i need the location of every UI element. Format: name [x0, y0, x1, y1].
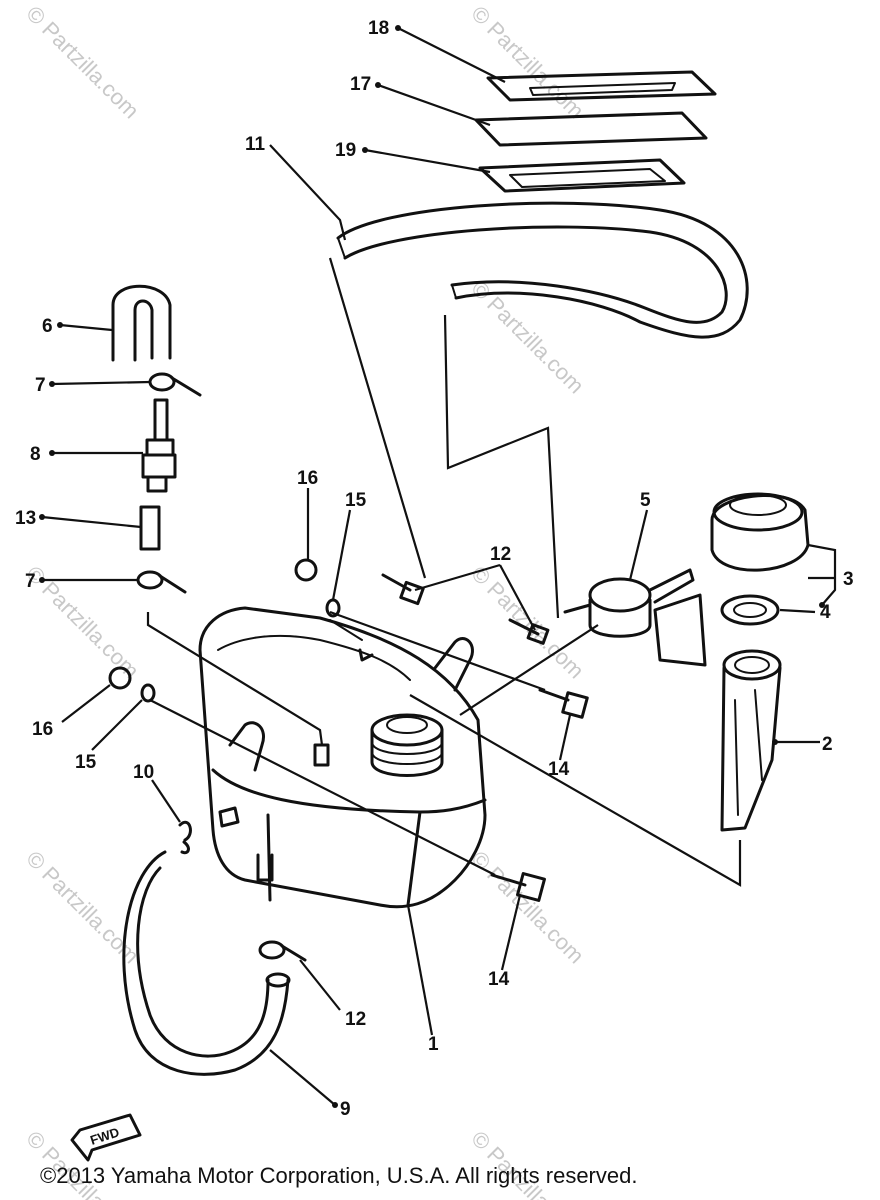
- callout-7: 7: [25, 571, 36, 592]
- watermark: © Partzilla.com: [466, 1, 589, 124]
- part-2-filler-neck: [720, 649, 782, 832]
- callout-17: 17: [350, 74, 371, 95]
- part-15-washer: [140, 683, 156, 703]
- part-7-clip: [148, 372, 202, 397]
- callout-18: 18: [368, 18, 389, 39]
- part-18-pad: [486, 70, 717, 102]
- part-6-elbow-hose: [111, 284, 172, 362]
- part-12-bolt: [381, 573, 425, 606]
- callout-8: 8: [30, 444, 41, 465]
- callout-4: 4: [820, 602, 831, 623]
- part-11-hose-inner: [343, 225, 728, 324]
- callout-12: 12: [345, 1009, 366, 1030]
- callout-6: 6: [42, 316, 53, 337]
- callout-7: 7: [35, 375, 46, 396]
- callout-15: 15: [75, 752, 97, 773]
- leader-lines: [41, 27, 837, 1106]
- part-12-clamp: [258, 940, 307, 962]
- callout-9: 9: [340, 1099, 351, 1120]
- callout-16: 16: [297, 468, 318, 489]
- callout-16: 16: [32, 719, 53, 740]
- direction-label: FWD: [88, 1124, 121, 1147]
- watermark: © Partzilla.com: [466, 846, 589, 969]
- part-3-cap: [710, 492, 810, 572]
- part-9-hose-end: [265, 972, 291, 988]
- callout-15: 15: [345, 490, 367, 511]
- part-9-hose: [122, 850, 290, 1076]
- callout-2: 2: [822, 734, 833, 755]
- callout-5: 5: [640, 490, 651, 511]
- callout-3: 3: [843, 569, 854, 590]
- part-16-nut: [108, 666, 132, 690]
- watermarks: © Partzilla.com © Partzilla.com © Partzi…: [21, 1, 589, 1200]
- part-12-bolt: [508, 618, 550, 645]
- callout-14: 14: [488, 969, 510, 990]
- part-1-tank: [198, 606, 487, 909]
- part-19-gasket: [478, 158, 686, 193]
- leader-dots: [39, 25, 825, 1108]
- copyright-notice: ©2013 Yamaha Motor Corporation, U.S.A. A…: [40, 1163, 638, 1188]
- hose-routing-outline: [328, 257, 560, 619]
- part-7-clip: [136, 570, 187, 594]
- callout-11: 11: [245, 134, 266, 155]
- callout-10: 10: [133, 762, 154, 783]
- watermark: © Partzilla.com: [21, 846, 144, 969]
- part-14-bolt: [490, 872, 546, 902]
- part-8-fitting: [141, 398, 177, 493]
- callout-1: 1: [428, 1034, 439, 1055]
- part-14-bolt: [538, 688, 589, 719]
- fwd-arrow-icon: FWD: [70, 1113, 142, 1162]
- part-11-hose: [336, 201, 749, 339]
- part-16-nut: [294, 558, 318, 582]
- part-13-pipe: [139, 505, 161, 551]
- part-4-seal: [720, 594, 780, 626]
- callout-13: 13: [15, 508, 36, 529]
- part-10-clip: [178, 820, 192, 855]
- watermark: © Partzilla.com: [466, 561, 589, 684]
- callout-12: 12: [490, 544, 511, 565]
- callout-19: 19: [335, 140, 356, 161]
- callout-14: 14: [548, 759, 570, 780]
- callout-labels: 18 17 19 11 6 7 8 13 7 16 15 12 5 3 4 16…: [15, 18, 854, 1120]
- watermark: © Partzilla.com: [21, 1, 144, 124]
- part-5-bracket: [563, 568, 707, 667]
- part-17-plate: [474, 111, 708, 147]
- part-11-hose-end: [337, 237, 457, 299]
